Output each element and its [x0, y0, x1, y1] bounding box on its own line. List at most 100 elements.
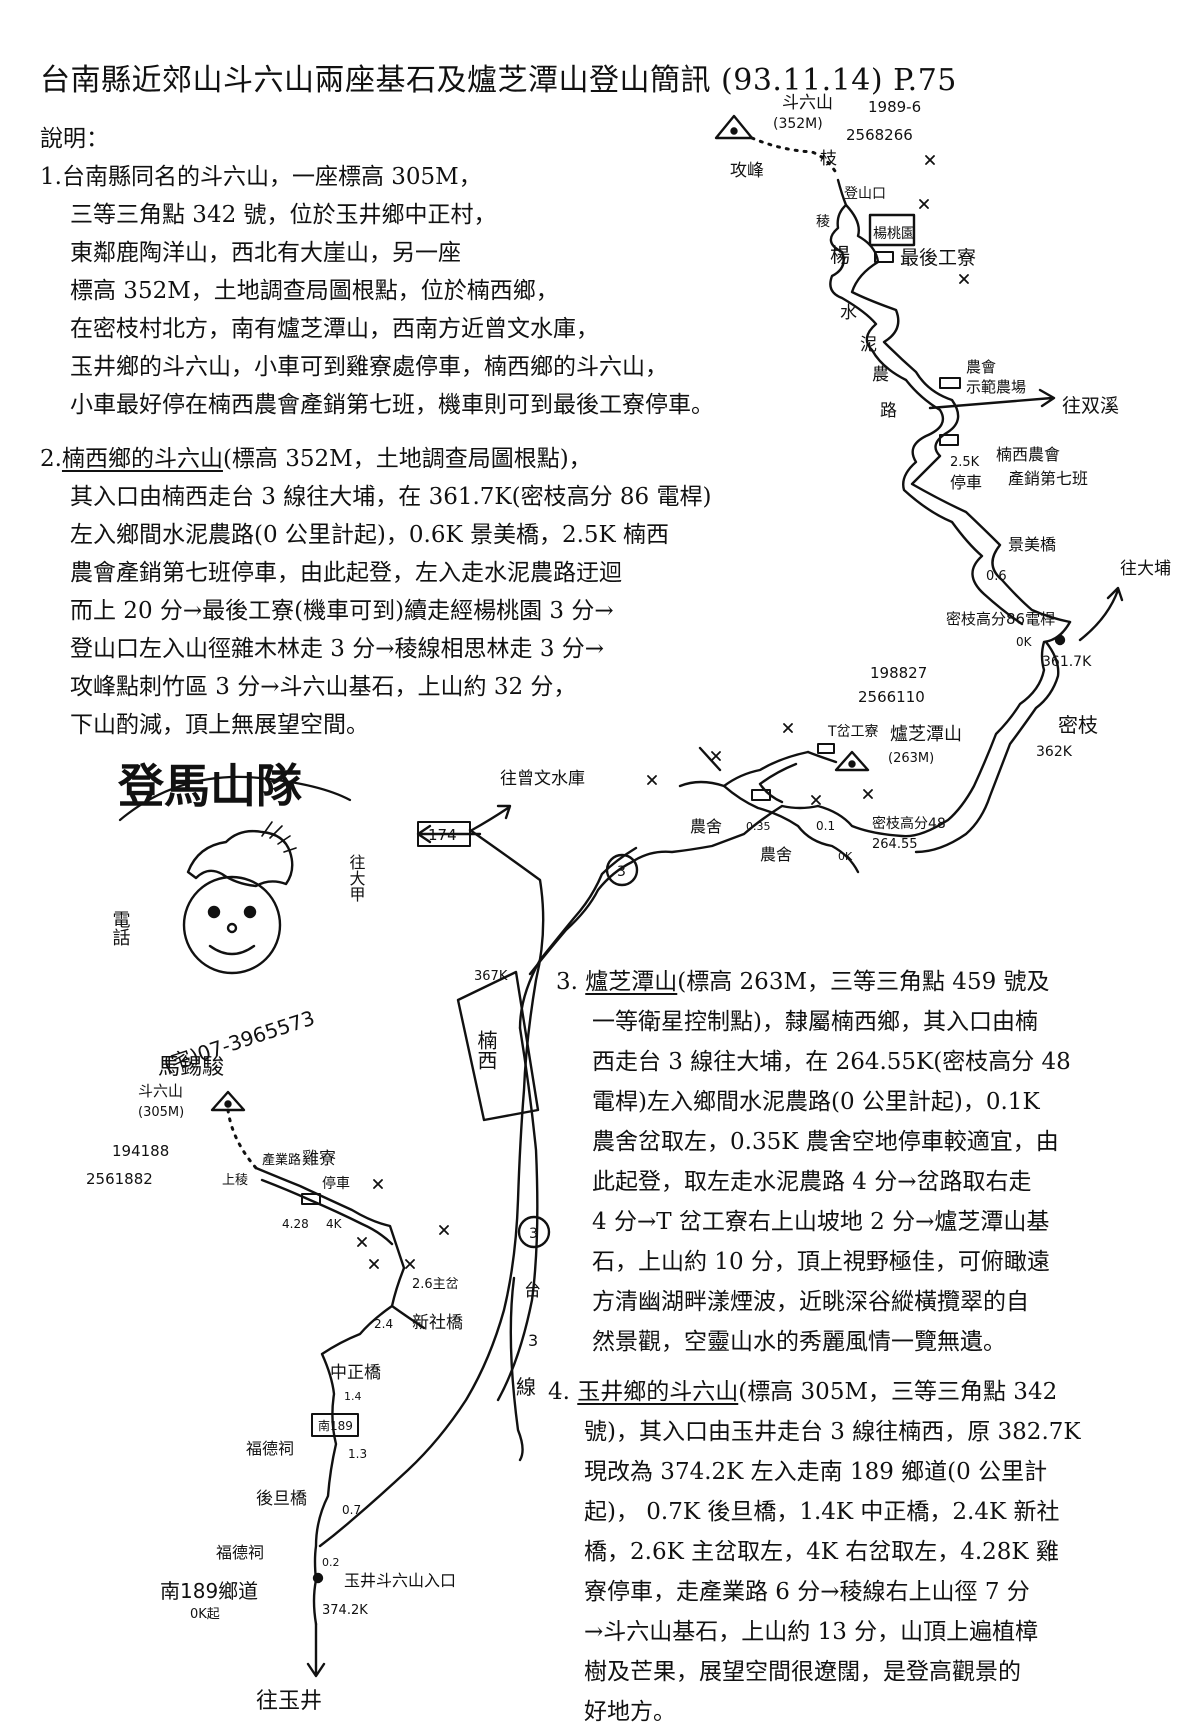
- road-route-3: [318, 828, 545, 1548]
- branch-road: [678, 746, 726, 788]
- label: 台: [524, 1281, 541, 1301]
- club-stamp: [118, 775, 352, 975]
- label: 福德祠: [246, 1439, 294, 1458]
- label: 南189鄉道: [160, 1579, 258, 1603]
- label: (352M): [773, 116, 823, 132]
- label: 登山口: [844, 186, 886, 202]
- map-nanxi: [714, 114, 1124, 854]
- horse-mane-icon: [261, 821, 297, 853]
- label: 往玉井: [256, 1689, 322, 1714]
- summit-triangle-icon: [714, 114, 754, 140]
- section-line: 西走台 3 線往大埔，在 264.55K(密枝高分 48: [592, 1049, 1071, 1075]
- label: 往曾文水庫: [500, 769, 585, 789]
- road-sign-189: [311, 1413, 359, 1437]
- trail-path: [226, 1108, 258, 1170]
- section-name: 爐芝潭山: [585, 969, 678, 995]
- label: 361.7K: [1042, 654, 1092, 670]
- farmhouse-icon: [751, 789, 771, 801]
- intro-line: 在密枝村北方，南有爐芝潭山，西南方近曾文水庫，: [70, 316, 599, 342]
- section-line: 而上 20 分→最後工寮(機車可到)續走經楊桃園 3 分→: [70, 598, 614, 624]
- stamp-face: [182, 875, 282, 975]
- arrow-dapu: [1078, 586, 1124, 642]
- horse-head-icon: [186, 829, 294, 888]
- intro-line: 三等三角點 342 號，位於玉井鄉中正村，: [70, 202, 497, 228]
- section-line: 好地方。: [584, 1699, 676, 1725]
- label: 楊: [830, 243, 850, 267]
- map-nanxi-labels: 斗六山 (352M) 1989-6 2568266 攻峰 枝 登山口 稜 楊桃園…: [730, 93, 1171, 760]
- label: 攻峰: [730, 161, 764, 181]
- label: 3: [528, 1331, 538, 1350]
- t-hut-icon: [817, 743, 835, 754]
- label: 3: [617, 864, 626, 880]
- label: 農舍: [690, 817, 722, 836]
- stamp-smile: [208, 944, 256, 956]
- label: 密枝: [1058, 713, 1098, 737]
- intro-line: 1.台南縣同名的斗六山，一座標高 305M，: [40, 164, 482, 190]
- label: 362K: [1036, 744, 1073, 760]
- chicken-hut-icon: [301, 1193, 321, 1205]
- label: 斗六山: [138, 1082, 183, 1100]
- label: 1.3: [348, 1447, 367, 1461]
- section-line: 4 分→T 岔工寮右上山坡地 2 分→爐芝潭山基: [592, 1209, 1050, 1235]
- label: 最後工寮: [900, 247, 976, 269]
- page-title: 台南縣近郊山斗六山兩座基石及爐芝潭山登山簡訊 (93.11.14) P.75: [40, 63, 957, 98]
- intro-line: 玉井鄉的斗六山，小車可到雞寮處停車，楠西鄉的斗六山，: [70, 354, 668, 380]
- map-luzhitan: [318, 723, 873, 1548]
- stamp-eye: [243, 905, 257, 919]
- section-number: 4.: [548, 1379, 570, 1405]
- label: 後旦橋: [256, 1489, 307, 1509]
- label: 農: [872, 365, 889, 385]
- label: 稜: [816, 214, 830, 230]
- road-route-3-edge: [496, 1026, 539, 1402]
- road-route-3-edge: [518, 846, 638, 1030]
- cross-marker: [357, 1179, 449, 1269]
- label: 0.2: [322, 1556, 340, 1569]
- farm-road-edge: [260, 1178, 426, 1330]
- stamp-eye: [207, 905, 221, 919]
- label: 楊桃園: [873, 225, 915, 242]
- label: 1989-6: [868, 98, 921, 116]
- label: 楠西: [474, 1030, 498, 1070]
- farm-road: [254, 1166, 406, 1626]
- section-line: 橋，2.6K 主岔取左，4K 右岔取左，4.28K 雞: [584, 1539, 1059, 1565]
- trail-path: [806, 750, 838, 764]
- summit-triangle-icon: [834, 750, 870, 772]
- section-line: 攻峰點刺竹區 3 分→斗六山基石，上山約 32 分，: [70, 674, 577, 700]
- section-line: 石，上山約 10 分，頂上視野極佳，可俯瞰遠: [592, 1249, 1050, 1275]
- label: 264.55: [872, 837, 918, 852]
- main-road-3-edge: [914, 640, 1060, 854]
- section-line: 農會產銷第七班停車，由此起登，左入走水泥農路迂迴: [70, 560, 622, 586]
- section-heading-rest: (標高 352M，土地調查局圖根點)，: [222, 446, 592, 472]
- section-line: 一等衛星控制點)，隸屬楠西鄉，其入口由楠: [592, 1009, 1038, 1035]
- map-yujing-labels: 斗六山 (305M) 194188 2561882 上稜 產業路 雞寮 停車 4…: [86, 1082, 541, 1714]
- arrow-twinstream: [928, 388, 1056, 410]
- label: 農舍: [760, 845, 792, 864]
- section-line: 農舍岔取左，0.35K 農舍空地停車較適宜，由: [592, 1129, 1059, 1155]
- cross-marker: [647, 723, 873, 805]
- section-line: 電桿)左入鄉間水泥農路(0 公里計起)，0.1K: [592, 1089, 1040, 1115]
- km-dot: [1054, 634, 1066, 646]
- intro-heading: 說明：: [40, 126, 109, 152]
- label: (305M): [138, 1105, 184, 1120]
- section-heading-rest: (標高 263M，三等三角點 459 號及: [677, 969, 1050, 995]
- label: 農會: [966, 358, 996, 376]
- label: 密枝高分86電桿: [946, 610, 1055, 628]
- section-line: 左入鄉間水泥農路(0 公里計起)，0.6K 景美橋，2.5K 楠西: [70, 522, 670, 548]
- label: 南189: [318, 1418, 353, 1433]
- intro-line: 小車最好停在楠西農會產銷第七班，機車則可到最後工寮停車。: [70, 392, 714, 418]
- section-line: 寮停車，走產業路 6 分→稜線右上山徑 7 分: [584, 1579, 1030, 1605]
- label: 景美橋: [1008, 535, 1056, 554]
- map-yujing: [210, 1090, 551, 1678]
- section-line: 現改為 374.2K 左入走南 189 鄉道(0 公里計: [584, 1459, 1048, 1485]
- section-line: 號)，其入口由玉井走台 3 線往楠西，原 382.7K: [584, 1419, 1081, 1445]
- label: T岔工寮: [827, 723, 879, 740]
- label: 往双溪: [1062, 395, 1119, 417]
- orchard-box: [868, 213, 916, 247]
- label: 線: [516, 1375, 536, 1399]
- route-3-badge: [517, 1215, 551, 1249]
- label: 194188: [112, 1142, 169, 1160]
- main-road-3: [816, 620, 1072, 838]
- section-line: 然景觀，空靈山水的秀麗風情一覽無遺。: [592, 1329, 1006, 1355]
- section-nanxi-douliu: 2.楠西鄉的斗六山(標高 352M，土地調查局圖根點)， 其入口由楠西走台 3 …: [40, 440, 820, 744]
